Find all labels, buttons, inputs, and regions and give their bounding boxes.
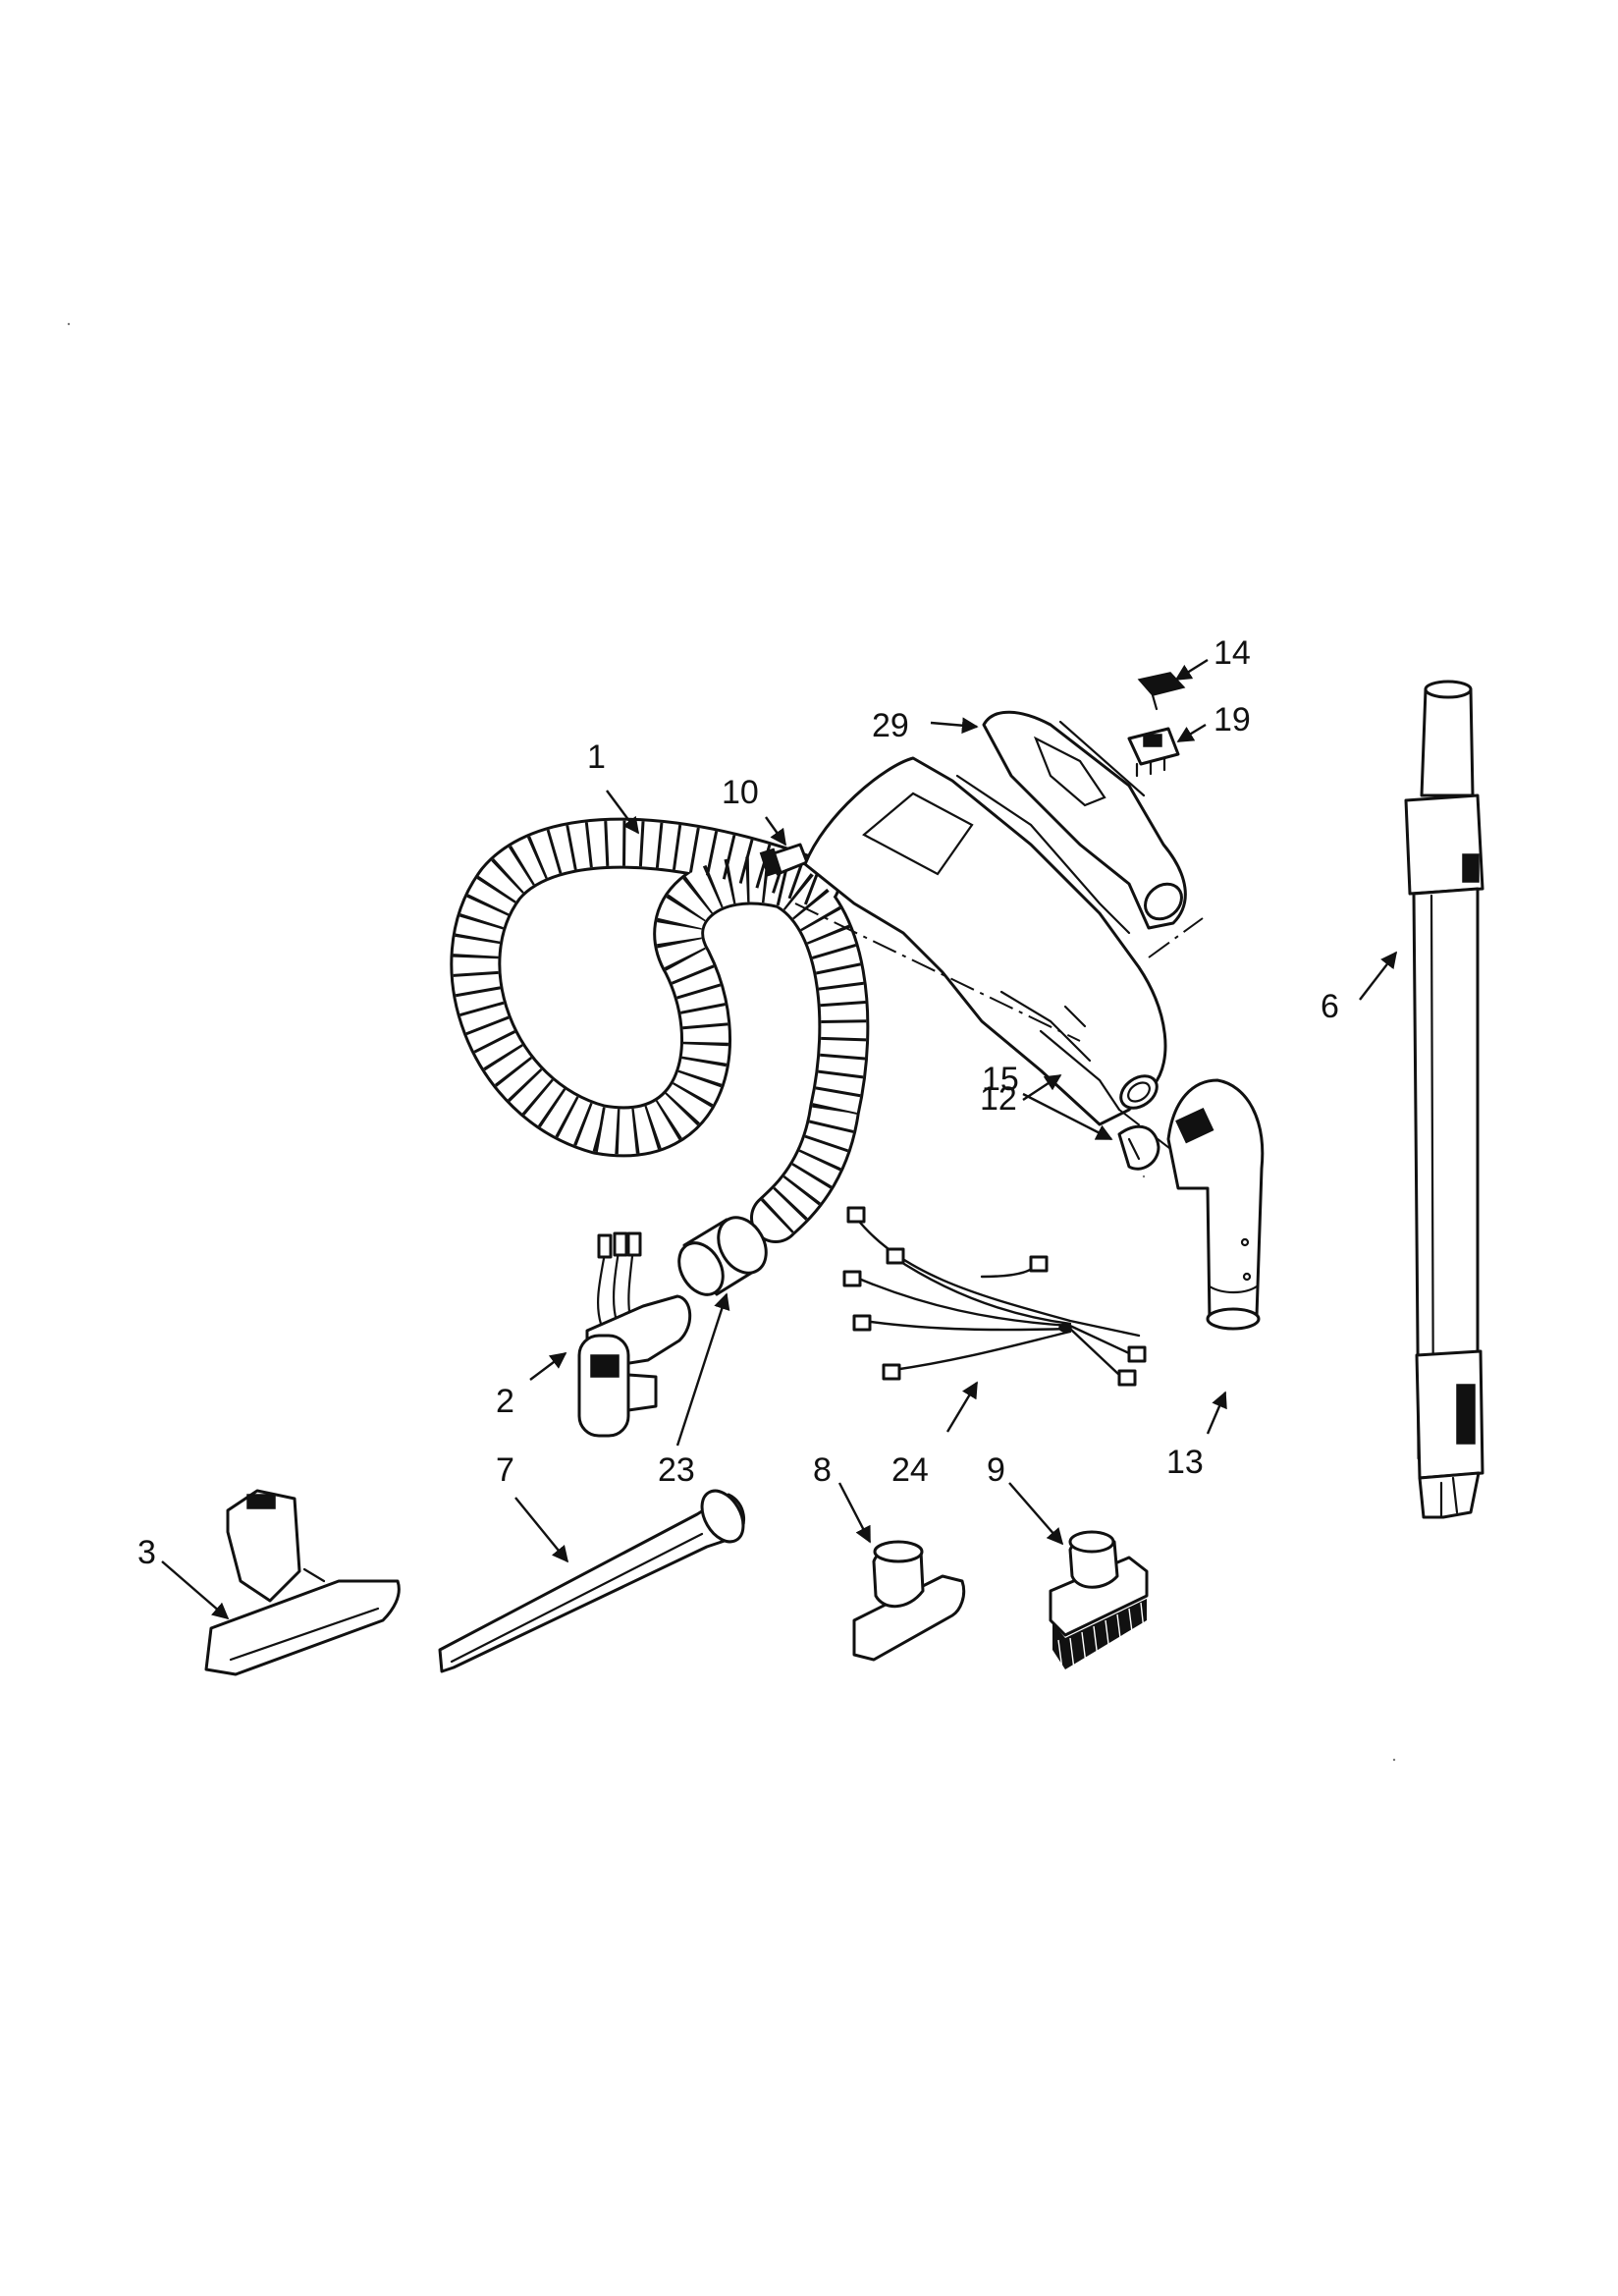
callout-7: 7 <box>496 1451 514 1489</box>
telescopic-wand-part-6 <box>1404 680 1484 1519</box>
hose-part-1 <box>450 817 870 1243</box>
swivel-connector-part-2 <box>577 1231 692 1438</box>
callout-10: 10 <box>722 774 759 811</box>
callout-14: 14 <box>1214 634 1251 672</box>
floor-nozzle-part-3 <box>204 1489 401 1676</box>
handle-part-12 <box>803 756 1167 1126</box>
crevice-tool-part-7 <box>438 1489 745 1673</box>
callout-24: 24 <box>891 1451 929 1489</box>
handle-cover-part-29 <box>982 710 1187 930</box>
coupling-sleeve-part-23 <box>677 1216 768 1296</box>
callout-19: 19 <box>1214 701 1251 738</box>
callout-12: 12 <box>980 1080 1017 1118</box>
callout-3: 3 <box>137 1534 156 1571</box>
callout-29: 29 <box>872 707 909 744</box>
clip-part-15 <box>1117 1124 1160 1171</box>
upholstery-tool-part-8 <box>852 1540 966 1662</box>
callout-9: 9 <box>987 1451 1005 1489</box>
scan-specks <box>67 322 1396 1762</box>
curved-wand-part-13 <box>1166 1078 1265 1331</box>
switch-part-19 <box>1127 727 1180 778</box>
callout-6: 6 <box>1321 988 1339 1025</box>
callout-8: 8 <box>813 1451 832 1489</box>
callout-labels: 1 10 29 14 19 12 15 6 13 2 23 24 7 3 8 9 <box>137 634 1339 1571</box>
callout-13: 13 <box>1166 1444 1204 1481</box>
dusting-brush-part-9 <box>1049 1530 1149 1670</box>
wiring-harness-part-24 <box>842 1206 1147 1387</box>
leader-lines <box>161 658 1398 1620</box>
callout-15: 15 <box>982 1061 1019 1098</box>
callout-2: 2 <box>496 1383 514 1420</box>
label-plate-part-14 <box>1137 672 1186 711</box>
callout-23: 23 <box>658 1451 695 1489</box>
callout-1: 1 <box>587 738 606 776</box>
